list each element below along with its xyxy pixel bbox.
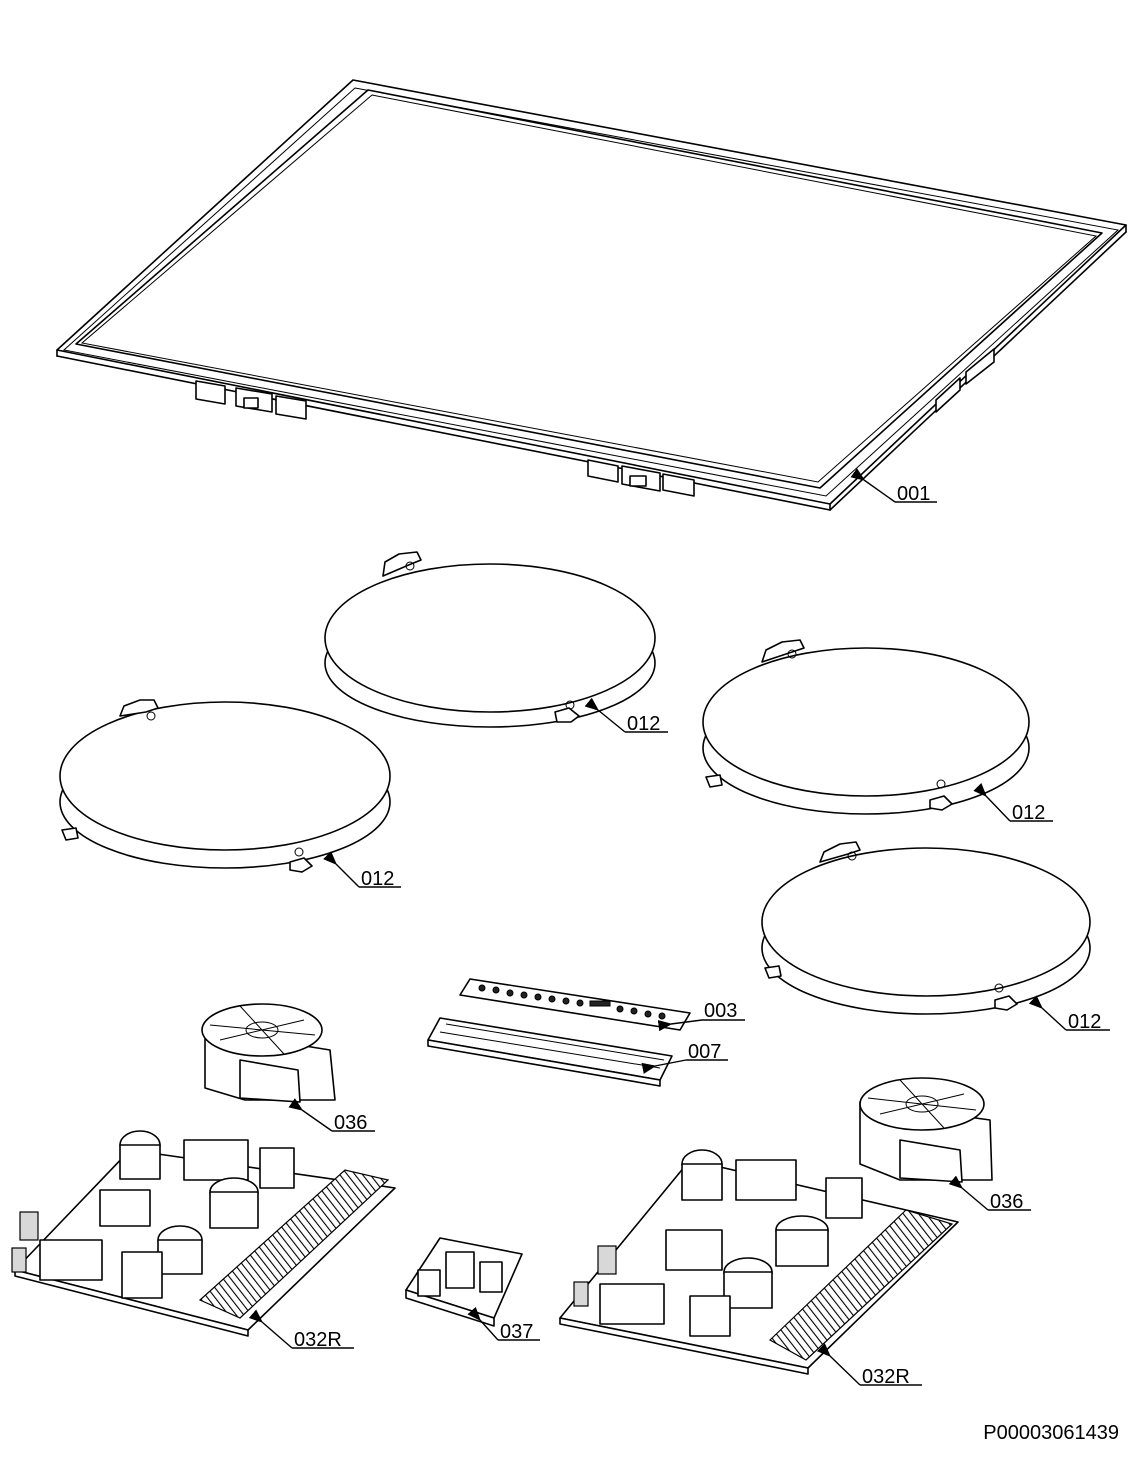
callout-036-a: 036 — [334, 1112, 367, 1134]
cooling-fan-right — [859, 1077, 993, 1183]
frame-clips-left — [195, 380, 307, 420]
induction-coil-bottom-right — [761, 841, 1091, 1015]
callout-leaders — [248, 468, 1110, 1386]
induction-coil-top-center — [324, 551, 656, 728]
cooling-fan-left — [201, 1003, 336, 1103]
filter-module — [405, 1237, 523, 1327]
callout-labels: 001 012 012 012 012 003 007 036 036 032R… — [294, 483, 1101, 1388]
power-board-right — [559, 1149, 959, 1375]
induction-coil-right — [702, 639, 1030, 815]
callout-012-d: 012 — [1068, 1011, 1101, 1033]
frame-clips-side — [935, 348, 995, 413]
induction-coil-left — [59, 699, 391, 873]
drawing-number: P00003061439 — [983, 1422, 1119, 1444]
callout-032R-a: 032R — [294, 1329, 342, 1351]
glass-top-frame — [56, 79, 1127, 511]
callout-037: 037 — [500, 1321, 533, 1343]
callout-003: 003 — [704, 1000, 737, 1022]
power-board-left — [11, 1130, 396, 1337]
callout-012-b: 012 — [361, 868, 394, 890]
callout-012-a: 012 — [627, 713, 660, 735]
callout-001: 001 — [897, 483, 930, 505]
callout-007: 007 — [688, 1041, 721, 1063]
touch-control-board — [459, 978, 691, 1031]
frame-clips-right — [587, 459, 695, 497]
display-holder — [427, 1017, 673, 1087]
callout-032R-b: 032R — [862, 1366, 910, 1388]
callout-036-b: 036 — [990, 1191, 1023, 1213]
callout-012-c: 012 — [1012, 802, 1045, 824]
